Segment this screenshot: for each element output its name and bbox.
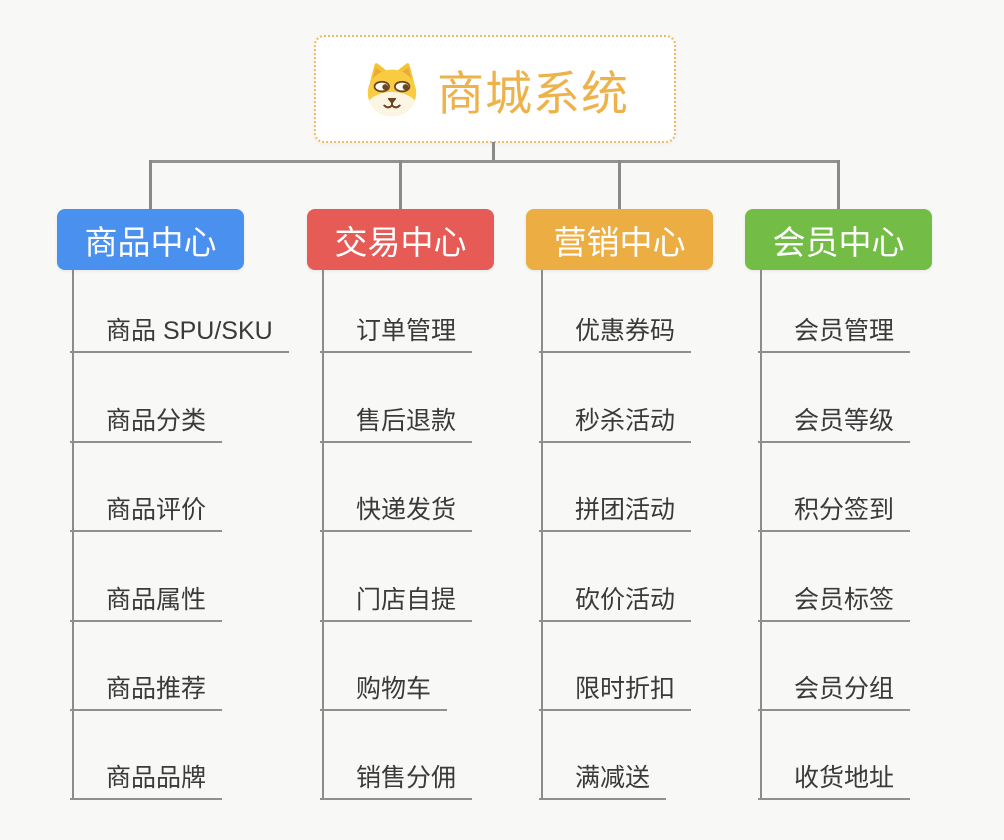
spine-marketing-center [541, 270, 543, 800]
child-node[interactable]: 商品品牌 [70, 766, 223, 801]
child-node[interactable]: 售后退款 [320, 408, 473, 443]
child-node[interactable]: 积分签到 [758, 498, 911, 533]
connector-drop-product [149, 160, 152, 210]
child-node[interactable]: 拼团活动 [539, 498, 692, 533]
connector-trunk [149, 160, 840, 163]
child-node[interactable]: 购物车 [320, 676, 448, 711]
spine-trade-center [322, 270, 324, 800]
child-node[interactable]: 优惠券码 [539, 319, 692, 354]
connector-root-stub [492, 142, 495, 160]
child-node[interactable]: 秒杀活动 [539, 408, 692, 443]
child-node[interactable]: 销售分佣 [320, 766, 473, 801]
child-node[interactable]: 快递发货 [320, 498, 473, 533]
child-node[interactable]: 商品属性 [70, 587, 223, 622]
branch-node-member-center[interactable]: 会员中心 [745, 209, 932, 270]
root-node-mall-system[interactable]: 商城系统 [314, 35, 676, 143]
children-marketing-center: 优惠券码 秒杀活动 拼团活动 砍价活动 限时折扣 满减送 [539, 264, 692, 801]
connector-drop-trade [399, 160, 402, 210]
branch-node-product-center[interactable]: 商品中心 [57, 209, 244, 270]
connector-drop-member [837, 160, 840, 210]
root-node-label: 商城系统 [437, 66, 629, 120]
dog-face-icon [367, 63, 417, 117]
child-node[interactable]: 商品推荐 [70, 676, 223, 711]
child-node[interactable]: 砍价活动 [539, 587, 692, 622]
child-node[interactable]: 限时折扣 [539, 676, 692, 711]
branch-label: 营销中心 [553, 223, 686, 261]
children-trade-center: 订单管理 售后退款 快递发货 门店自提 购物车 销售分佣 [320, 264, 473, 801]
branch-node-marketing-center[interactable]: 营销中心 [526, 209, 713, 270]
child-node[interactable]: 商品评价 [70, 498, 223, 533]
branch-label: 会员中心 [772, 223, 905, 261]
child-node[interactable]: 门店自提 [320, 587, 473, 622]
child-node[interactable]: 会员标签 [758, 587, 911, 622]
child-node[interactable]: 会员等级 [758, 408, 911, 443]
connector-drop-marketing [618, 160, 621, 210]
spine-product-center [72, 270, 74, 800]
children-member-center: 会员管理 会员等级 积分签到 会员标签 会员分组 收货地址 [758, 264, 911, 801]
branch-node-trade-center[interactable]: 交易中心 [307, 209, 494, 270]
child-node[interactable]: 订单管理 [320, 319, 473, 354]
spine-member-center [760, 270, 762, 800]
children-product-center: 商品 SPU/SKU 商品分类 商品评价 商品属性 商品推荐 商品品牌 [70, 264, 289, 801]
child-node[interactable]: 收货地址 [758, 766, 911, 801]
child-node[interactable]: 会员管理 [758, 319, 911, 354]
child-node[interactable]: 满减送 [539, 766, 667, 801]
branch-label: 交易中心 [334, 223, 467, 261]
child-node[interactable]: 会员分组 [758, 676, 911, 711]
child-node[interactable]: 商品分类 [70, 408, 223, 443]
branch-label: 商品中心 [84, 223, 217, 261]
child-node[interactable]: 商品 SPU/SKU [70, 319, 289, 354]
